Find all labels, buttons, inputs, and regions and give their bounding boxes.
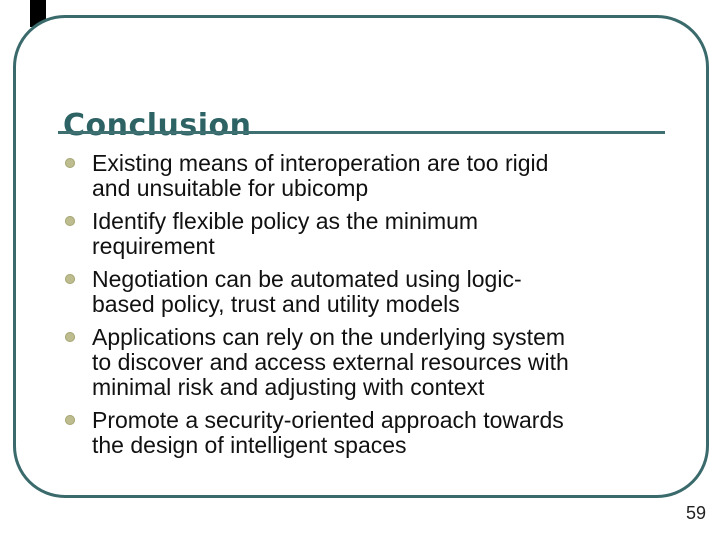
bullet-icon	[65, 332, 75, 342]
list-item: Applications can rely on the underlying …	[63, 325, 668, 400]
slide-frame	[13, 15, 709, 498]
bullet-icon	[65, 415, 75, 425]
bullet-text: Existing means of interoperation are too…	[92, 150, 549, 201]
list-item: Negotiation can be automated using logic…	[63, 267, 668, 317]
slide-title: Conclusion	[63, 108, 252, 144]
bullet-text: Applications can rely on the underlying …	[92, 324, 569, 400]
bullet-icon	[65, 216, 75, 226]
bullet-text: Promote a security-oriented approach tow…	[92, 407, 564, 458]
list-item: Existing means of interoperation are too…	[63, 151, 668, 201]
bullet-text: Identify flexible policy as the minimum …	[92, 208, 479, 259]
bullet-text: Negotiation can be automated using logic…	[92, 266, 522, 317]
bullet-icon	[65, 274, 75, 284]
page-number: 59	[685, 503, 706, 523]
bullet-list: Existing means of interoperation are too…	[63, 151, 668, 458]
list-item: Identify flexible policy as the minimum …	[63, 209, 668, 259]
list-item: Promote a security-oriented approach tow…	[63, 408, 668, 458]
title-underline	[58, 131, 665, 134]
bullet-icon	[65, 158, 75, 168]
